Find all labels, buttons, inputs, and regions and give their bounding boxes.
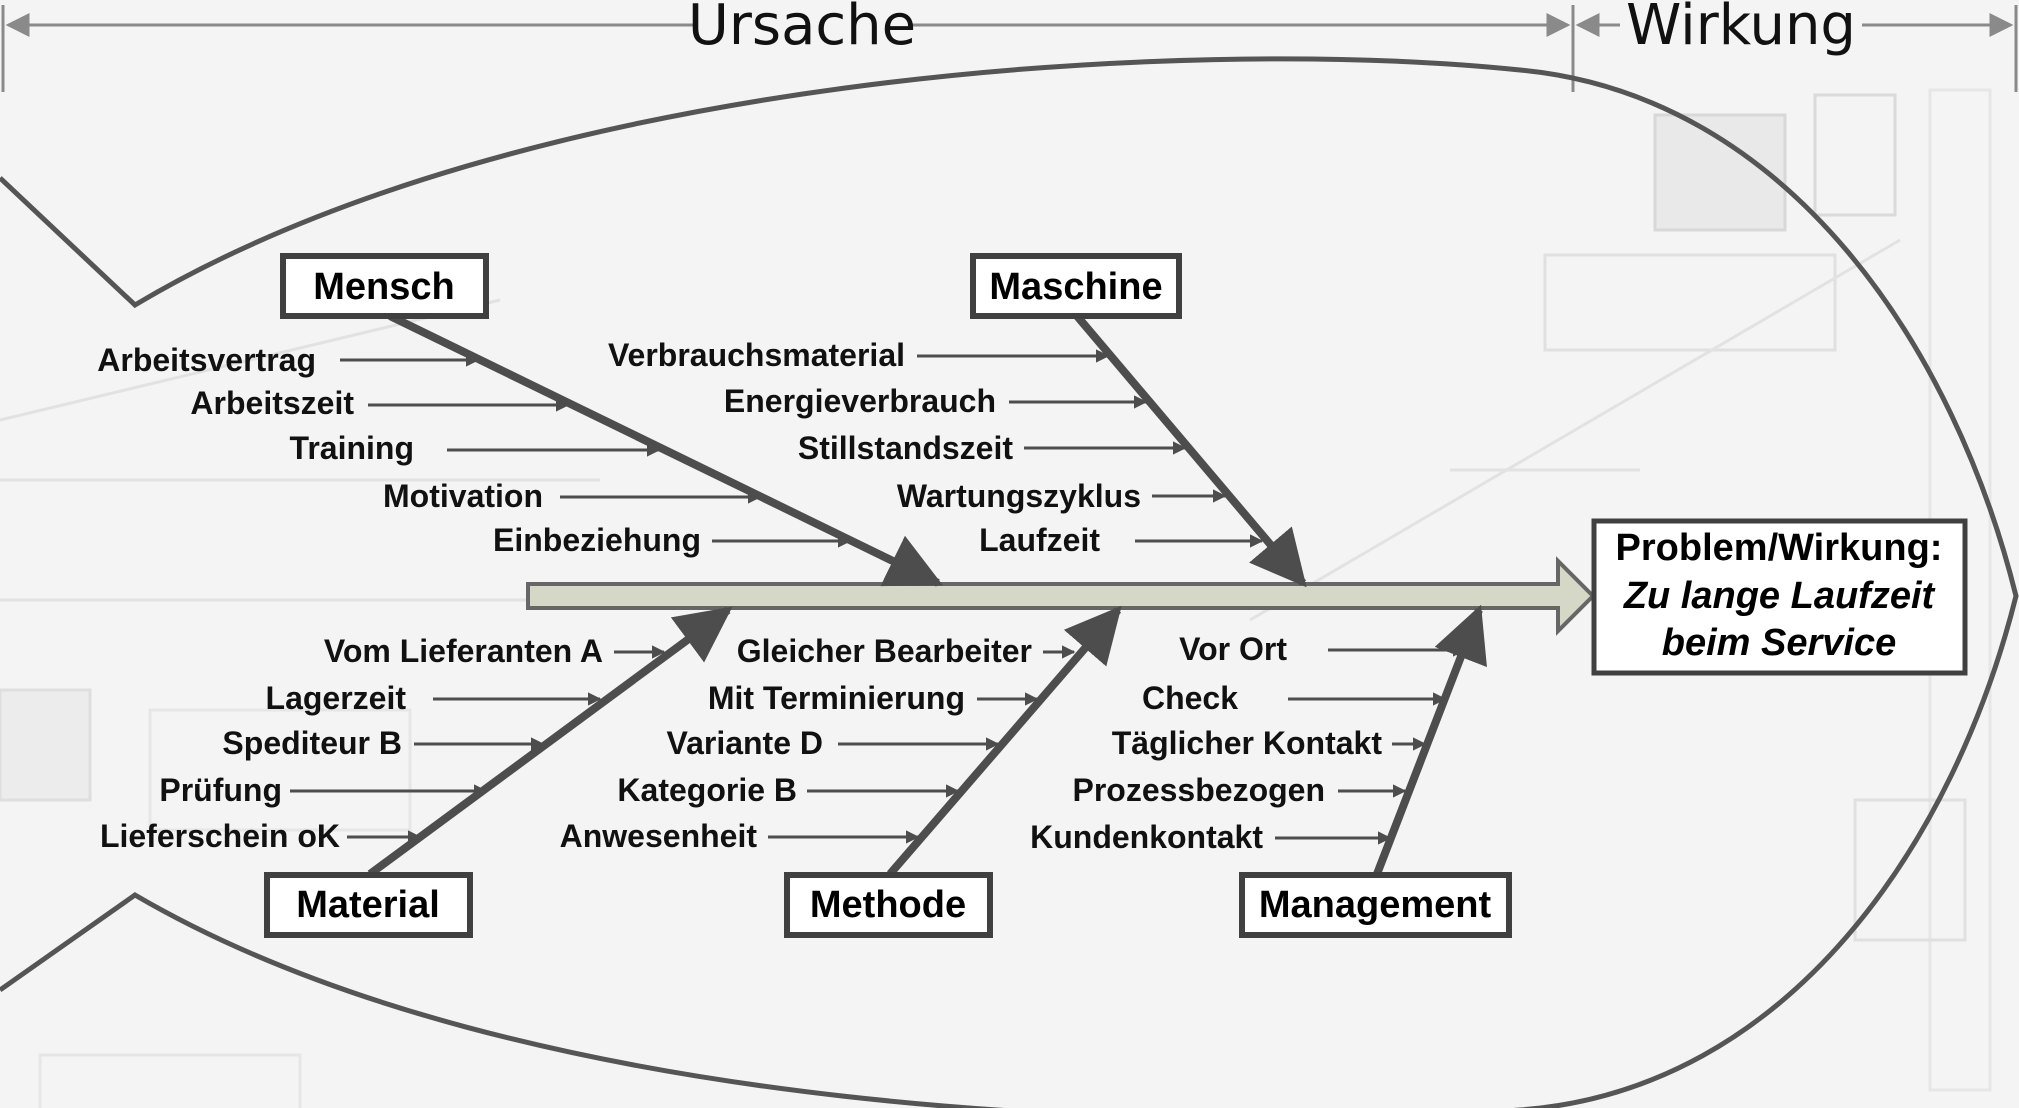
category-maschine-label: Maschine (989, 266, 1162, 308)
category-material: Material (264, 872, 473, 938)
cause-label: Gleicher Bearbeiter (737, 633, 1032, 669)
cause-label: Laufzeit (979, 522, 1100, 558)
cause-label: Arbeitsvertrag (97, 342, 316, 378)
cause-label: Mit Terminierung (708, 680, 965, 716)
cause-label: Kundenkontakt (1030, 819, 1263, 855)
cause-label: Training (290, 430, 414, 466)
fish-outline (0, 56, 2019, 1108)
bone-maschine (1073, 313, 1307, 588)
effect-header-label: Wirkung (1626, 0, 1856, 58)
category-management: Management (1239, 872, 1512, 938)
cause-label: Anwesenheit (560, 818, 758, 854)
cause-label: Verbrauchsmaterial (608, 337, 905, 373)
cause-label: Vom Lieferanten A (324, 633, 603, 669)
cause-header-label: Ursache (688, 0, 916, 58)
cause-label: Spediteur B (222, 725, 402, 761)
cause-arrows (290, 349, 1467, 845)
cause-label: Prüfung (159, 772, 282, 808)
header-bar: Ursache Wirkung (1, 0, 2018, 92)
cause-label: Lieferschein oK (100, 818, 340, 854)
category-methode: Methode (784, 872, 993, 938)
effect-line-2: beim Service (1662, 622, 1896, 664)
background-decoration (0, 88, 1992, 1108)
bone-methode (886, 605, 1122, 877)
cause-label: Prozessbezogen (1072, 772, 1325, 808)
category-maschine: Maschine (970, 253, 1182, 319)
cause-label: Einbeziehung (493, 522, 701, 558)
category-mensch-label: Mensch (313, 266, 454, 308)
cause-label: Check (1142, 680, 1238, 716)
cause-label: Variante D (666, 725, 823, 761)
cause-label: Arbeitszeit (190, 385, 354, 421)
spine-arrow (526, 556, 1596, 636)
cause-label: Täglicher Kontakt (1112, 725, 1383, 761)
cause-label: Kategorie B (617, 772, 797, 808)
cause-label: Wartungszyklus (897, 478, 1141, 514)
cause-labels: Arbeitsvertrag Arbeitszeit Training Moti… (97, 337, 1382, 855)
cause-label: Lagerzeit (266, 680, 407, 716)
category-methode-label: Methode (810, 884, 966, 926)
cause-label: Energieverbrauch (724, 383, 996, 419)
cause-label: Vor Ort (1179, 631, 1287, 667)
category-management-label: Management (1259, 884, 1492, 926)
effect-line-1: Zu lange Laufzeit (1623, 575, 1936, 617)
cause-label: Motivation (383, 478, 543, 514)
cause-label: Stillstandszeit (798, 430, 1014, 466)
effect-box: Problem/Wirkung: Zu lange Laufzeit beim … (1591, 518, 1968, 676)
category-material-label: Material (296, 884, 440, 926)
category-boxes: Mensch Maschine Material Methode Managem… (264, 253, 1512, 938)
bone-material (367, 606, 733, 878)
effect-title: Problem/Wirkung: (1616, 527, 1943, 569)
category-mensch: Mensch (280, 253, 489, 319)
